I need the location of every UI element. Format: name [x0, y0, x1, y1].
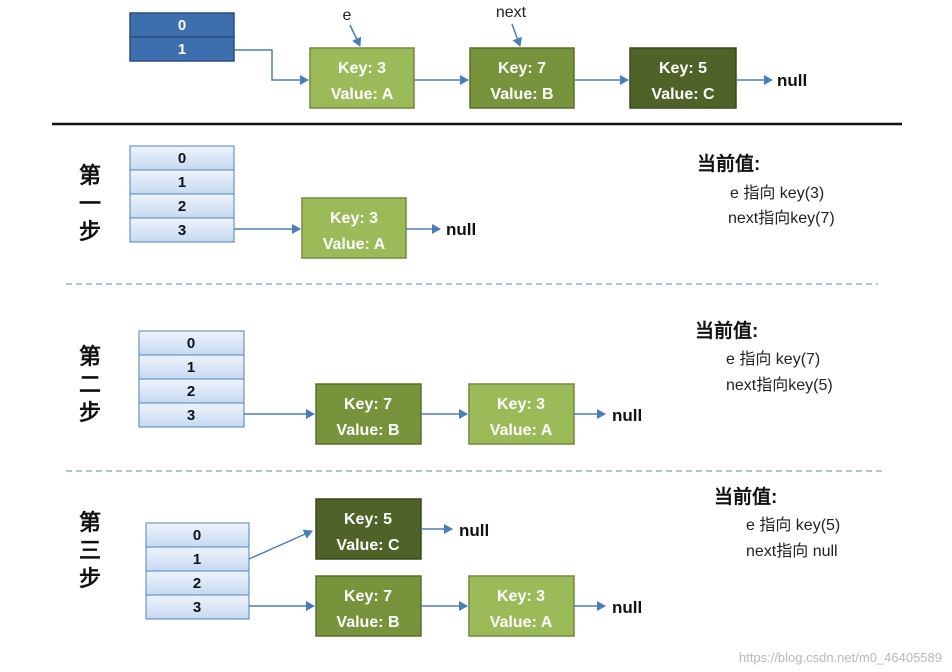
current-values-panel: 当前值: e 指向 key(3) next指向key(7): [697, 152, 835, 227]
info-line-next: next指向key(5): [726, 376, 833, 394]
bucket-cell-3: 3: [178, 222, 186, 239]
null-label: null: [612, 406, 642, 425]
node-key3: Key: 3 Value: A: [301, 197, 407, 259]
node-key: Key: 7: [344, 588, 392, 605]
step-label-char: 第: [79, 510, 101, 535]
header-null-label: null: [777, 71, 807, 90]
node-value: Value: A: [323, 236, 386, 253]
step-label-char: 一: [79, 191, 101, 216]
node-key: Key: 5: [344, 511, 392, 528]
node-key: Key: 5: [659, 60, 707, 77]
bucket-cell-3: 3: [193, 599, 201, 616]
bucket-table: 0 1 2 3: [138, 330, 245, 428]
node-key3: Key: 3 Value: A: [468, 575, 575, 637]
pointer-next-label: next: [496, 4, 527, 21]
header-node-key7: Key: 7 Value: B: [469, 47, 575, 109]
header-cell-0: 0: [178, 17, 186, 34]
header-node-key3: Key: 3 Value: A: [309, 47, 415, 109]
node-key7: Key: 7 Value: B: [315, 383, 422, 445]
pointer-e-label: e: [343, 7, 352, 24]
node-key3: Key: 3 Value: A: [468, 383, 575, 445]
node-value: Value: A: [490, 614, 553, 631]
node-key: Key: 3: [497, 396, 545, 413]
header-section: 0 1 e next Key: 3 Value: A Key: 7 Value:…: [129, 4, 807, 109]
step-label-char: 步: [79, 566, 101, 591]
bucket-cell-2: 2: [193, 575, 201, 592]
watermark: https://blog.csdn.net/m0_46405589: [739, 650, 942, 665]
node-value: Value: A: [331, 86, 394, 103]
node-key5: Key: 5 Value: C: [315, 498, 422, 560]
node-key: Key: 7: [498, 60, 546, 77]
bucket-cell-1: 1: [178, 174, 186, 191]
bucket-cell-0: 0: [178, 150, 186, 167]
info-line-next: next指向 null: [746, 542, 838, 560]
node-key: Key: 7: [344, 396, 392, 413]
step-1: 第 一 步 0 1 2 3 Key: 3 Value: A null 当前值: …: [79, 145, 835, 259]
info-title: 当前值:: [697, 152, 760, 175]
bucket-cell-3: 3: [187, 407, 195, 424]
step-label-char: 第: [79, 163, 101, 188]
node-key: Key: 3: [338, 60, 386, 77]
step-label-char: 二: [79, 372, 101, 397]
null-label: null: [446, 220, 476, 239]
bucket-table: 0 1 2 3: [129, 145, 235, 243]
node-value: Value: B: [490, 86, 553, 103]
current-values-panel: 当前值: e 指向 key(7) next指向key(5): [695, 319, 833, 394]
info-line-next: next指向key(7): [728, 209, 835, 227]
info-title: 当前值:: [695, 319, 758, 342]
header-cell-1: 1: [178, 41, 186, 58]
node-key: Key: 3: [497, 588, 545, 605]
bucket-cell-1: 1: [187, 359, 195, 376]
bucket-table: 0 1 2 3: [145, 522, 250, 620]
header-bucket-arrow: [234, 49, 309, 85]
node-value: Value: C: [336, 537, 400, 554]
bucket-cell-1: 1: [193, 551, 201, 568]
step-3: 第 三 步 0 1 2 3 Key: 5 Value: C null Key: …: [79, 485, 840, 637]
null-label: null: [612, 598, 642, 617]
node-key: Key: 3: [330, 210, 378, 227]
pointer-e-arrow: [349, 24, 362, 47]
bucket-cell-0: 0: [187, 335, 195, 352]
node-value: Value: A: [490, 422, 553, 439]
step-2: 第 二 步 0 1 2 3 Key: 7 Value: B Key: 3 Val…: [79, 319, 833, 445]
node-value: Value: B: [336, 614, 399, 631]
info-line-e: e 指向 key(7): [726, 350, 820, 368]
node-value: Value: B: [336, 422, 399, 439]
step-label-char: 步: [79, 219, 101, 244]
current-values-panel: 当前值: e 指向 key(5) next指向 null: [714, 485, 840, 560]
step-label-char: 步: [79, 400, 101, 425]
null-label: null: [459, 521, 489, 540]
bucket-cell-2: 2: [178, 198, 186, 215]
bucket-cell-2: 2: [187, 383, 195, 400]
header-table: 0 1: [129, 12, 235, 62]
node-value: Value: C: [651, 86, 715, 103]
pointer-next-arrow: [511, 23, 522, 47]
bucket-cell-0: 0: [193, 527, 201, 544]
header-node-key5: Key: 5 Value: C: [629, 47, 737, 109]
step-label-char: 第: [79, 344, 101, 369]
info-title: 当前值:: [714, 485, 777, 508]
step-label-char: 三: [79, 538, 101, 563]
info-line-e: e 指向 key(5): [746, 516, 840, 534]
bucket-arrow-row1: [248, 529, 313, 560]
node-key7: Key: 7 Value: B: [315, 575, 422, 637]
info-line-e: e 指向 key(3): [730, 184, 824, 202]
